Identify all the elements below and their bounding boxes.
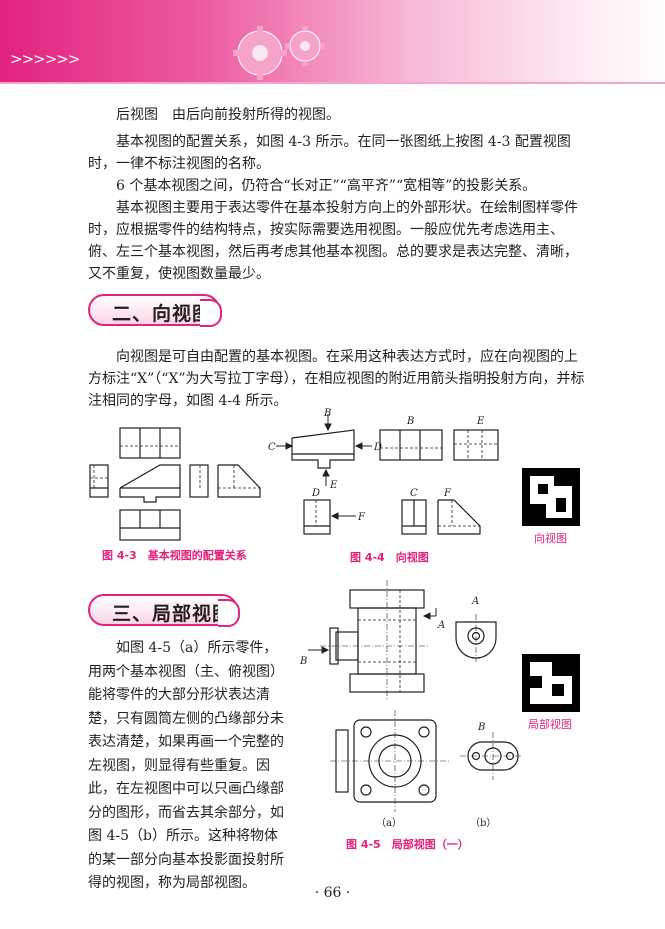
- label-f: F: [357, 512, 366, 523]
- qr-code-icon[interactable]: [522, 654, 580, 712]
- qr-code-icon[interactable]: [522, 468, 580, 526]
- label-e: E: [329, 480, 338, 491]
- figure-4-3-caption: 图 4-3 基本视图的配置关系: [102, 549, 247, 562]
- paragraph-direction-view: 向视图是可自由配置的基本视图。在采用这种表达方式时，应在向视图的上方标注“X”（…: [88, 349, 585, 409]
- chevron-arrows-icon: >>>>>>: [10, 50, 80, 68]
- header-band: [0, 0, 665, 82]
- page-number: · 66 ·: [314, 885, 351, 901]
- qr-label-direction-view: 向视图: [534, 532, 567, 545]
- view-label-b: B: [406, 416, 414, 427]
- figure-4-4-caption: 图 4-4 向视图: [350, 551, 429, 564]
- label-b: B: [323, 408, 331, 419]
- sublabel-a: （a）: [376, 817, 402, 829]
- figure-4-3-basic-views: [89, 427, 261, 541]
- label-d: D: [373, 442, 382, 453]
- section-title-partial-view: 三、局部视图: [88, 594, 240, 627]
- label-c: C: [268, 442, 276, 453]
- view-label-c: C: [410, 488, 418, 499]
- paragraph-projection-relation: 6 个基本视图之间，仍符合“长对正”“高平齐”“宽相等”的投影关系。: [116, 178, 537, 194]
- view-label-d: D: [311, 488, 320, 499]
- view-label-b: B: [477, 722, 485, 733]
- section-title-direction-view: 二、向视图: [88, 294, 222, 327]
- paragraph-partial-view: 如图 4-5（a）所示零件， 用两个基本视图（主、俯视图） 能将零件的大部分形状…: [88, 640, 284, 891]
- figure-4-5-partial-view: A A B B （a） （b）: [299, 580, 522, 829]
- view-label-f: F: [443, 488, 452, 499]
- qr-label-partial-view: 局部视图: [528, 718, 572, 731]
- figure-4-4-direction-views: B C D E B E D F C F: [268, 408, 499, 535]
- view-label-a: A: [471, 596, 479, 607]
- label-b-arrow: B: [299, 656, 307, 667]
- gear-icon: [233, 26, 325, 80]
- sublabel-b: （b）: [470, 817, 496, 829]
- label-a-arrow: A: [437, 620, 445, 631]
- paragraph-basic-view-usage: 基本视图主要用于表达零件在基本投射方向上的外部形状。在绘制图样零件时，应根据零件…: [88, 200, 578, 282]
- header-divider: [0, 82, 665, 84]
- paragraph-layout-relation: 基本视图的配置关系，如图 4-3 所示。在同一张图纸上按图 4-3 配置视图时，…: [88, 134, 571, 172]
- view-label-e: E: [476, 416, 485, 427]
- figure-4-5-caption: 图 4-5 局部视图（一）: [346, 838, 469, 851]
- paragraph-rear-view: 后视图 由后向前投射所得的视图。: [116, 107, 340, 123]
